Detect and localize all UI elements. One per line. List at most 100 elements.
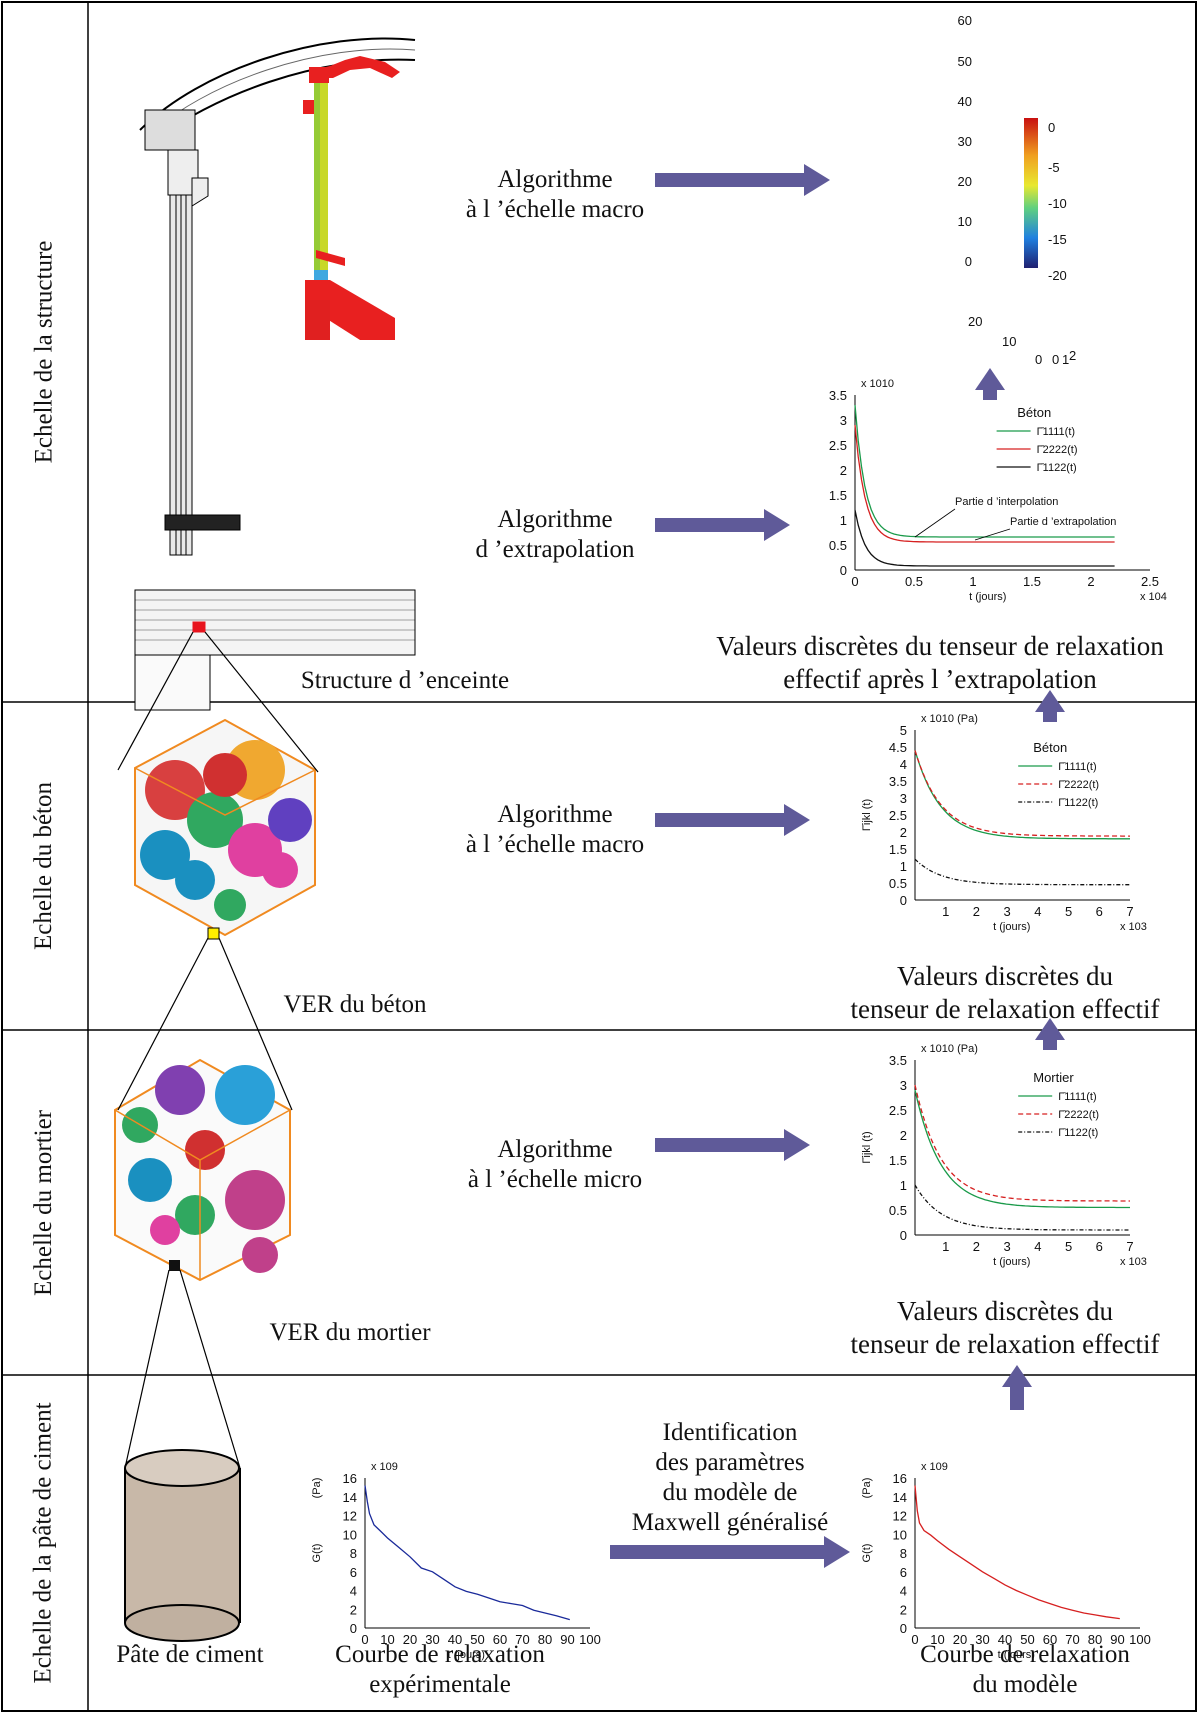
contour-z-tick: 30 — [958, 134, 972, 149]
chart-y-multiplier: x 1010 — [861, 378, 894, 390]
chart-y-tick-label: 0.5 — [829, 538, 847, 553]
chart-y-tick-label: 10 — [893, 1527, 907, 1542]
chart-series-line — [914, 1084, 1130, 1202]
chart-x-label: t (jours) — [993, 1256, 1030, 1268]
chart-x-tick-label: 50 — [470, 1632, 484, 1647]
chart-y-tick-label: 4.5 — [889, 740, 907, 755]
contour-x-tick: 10 — [1002, 334, 1016, 349]
arrow-macro-structure-head — [804, 164, 830, 196]
chart-x-tick-label: 50 — [1020, 1632, 1034, 1647]
chart-series-line — [914, 750, 1130, 840]
chart-y-tick-label: 4 — [900, 1584, 907, 1599]
chart-x-tick-label: 0 — [851, 574, 858, 589]
chart-annotation: Partie d ’interpolation — [955, 496, 1058, 508]
chart-x-tick-label: 5 — [1065, 904, 1072, 919]
chart-x-tick-label: 30 — [425, 1632, 439, 1647]
row-label-structure: Echelle de la structure — [30, 240, 57, 464]
contour-scale-tick: -5 — [1048, 160, 1060, 175]
arrow-up-beton-head — [1035, 1018, 1065, 1040]
chart-y-tick-label: 16 — [343, 1471, 357, 1486]
chart-x-tick-label: 20 — [953, 1632, 967, 1647]
chart-y-tick-label: 2.5 — [829, 438, 847, 453]
chart-y-tick-label: 3 — [840, 413, 847, 428]
chart-x-multiplier: x 104 — [1140, 591, 1167, 603]
chart-legend-label: Γ̄2222(t) — [1037, 444, 1078, 456]
ver-beton-cube — [134, 718, 316, 940]
zoom-lines — [117, 631, 319, 1469]
arrows-group — [610, 164, 1065, 1568]
contour-x-tick: 0 — [1052, 352, 1059, 367]
chart-x-tick-label: 2 — [973, 904, 980, 919]
chart-y-tick-label: 4 — [350, 1584, 357, 1599]
chart-y-multiplier: x 1010 (Pa) — [921, 713, 978, 725]
chart-series-line — [914, 858, 1130, 886]
chart-y-label: Γ̄ijkl (t) — [861, 799, 873, 831]
chart-y-multiplier: x 109 — [371, 1461, 398, 1473]
chart-x-label: t (jours) — [448, 1649, 485, 1661]
chart-x-tick-label: 100 — [579, 1632, 601, 1647]
chart-y-tick-label: 2 — [900, 825, 907, 840]
chart-title: Béton — [1033, 740, 1067, 755]
chart-y-tick-label: 2.5 — [889, 1103, 907, 1118]
chart-legend-label: Γ̄2222(t) — [1058, 779, 1099, 791]
chart-x-tick-label: 0 — [911, 1632, 918, 1647]
chart-y-tick-label: 1.5 — [829, 488, 847, 503]
chart-x-tick-label: 60 — [1043, 1632, 1057, 1647]
arrow-up-contour-shaft — [983, 388, 997, 400]
arrow-extrapolation-shaft — [655, 518, 764, 532]
chart-y-tick-label: 3.5 — [889, 1053, 907, 1068]
chart-y-tick-label: 5 — [900, 723, 907, 738]
chart-annotation-pointer — [974, 528, 1011, 541]
chart-title: Mortier — [1033, 1070, 1074, 1085]
chart-x-tick-label: 90 — [1110, 1632, 1124, 1647]
contour-z-tick: 40 — [958, 94, 972, 109]
chart-x-tick-label: 10 — [380, 1632, 394, 1647]
chart-x-label: t (jours) — [998, 1649, 1035, 1661]
chart-x-tick-label: 90 — [560, 1632, 574, 1647]
contour-plot — [303, 56, 400, 340]
chart-legend-label: Γ̄1122(t) — [1058, 1127, 1098, 1139]
contour-scale-tick: 0 — [1048, 120, 1055, 135]
arrow-up-beton-shaft — [1043, 1038, 1057, 1050]
chart-y-tick-label: 2.5 — [889, 808, 907, 823]
chart-y-label: G(t) — [311, 1544, 323, 1563]
chart-y-tick-label: 0 — [840, 563, 847, 578]
chart-y-label: Γ̄ijkl (t) — [861, 1131, 873, 1163]
chart-x-tick-label: 1 — [942, 1239, 949, 1254]
chart-annotation: Partie d ’extrapolation — [1010, 516, 1116, 528]
chart-y-multiplier: x 109 — [921, 1461, 948, 1473]
chart-x-tick-label: 0 — [361, 1632, 368, 1647]
contour-x-tick: 2 — [1069, 348, 1076, 363]
chart-y-unit: (Pa) — [861, 1478, 873, 1499]
structure-values-caption: Valeurs discrètes du tenseur de relaxati… — [716, 631, 1164, 694]
contour-x-tick: 20 — [968, 314, 982, 329]
chart-x-tick-label: 1 — [969, 574, 976, 589]
chart-x-multiplier: x 103 — [1120, 921, 1147, 933]
chart-y-tick-label: 2 — [900, 1602, 907, 1617]
chart-x-tick-label: 2 — [1087, 574, 1094, 589]
chart-y-tick-label: 1 — [900, 859, 907, 874]
chart-x-tick-label: 10 — [930, 1632, 944, 1647]
contour-scale-tick: -10 — [1048, 196, 1067, 211]
contour-x-tick: 1 — [1062, 352, 1069, 367]
chart-y-tick-label: 3 — [900, 1078, 907, 1093]
chart-x-tick-label: 1.5 — [1023, 574, 1041, 589]
chart-series-line — [914, 750, 1130, 837]
arrow-macro-beton-head — [784, 804, 810, 836]
chart-legend-label: Γ̄1111(t) — [1037, 426, 1075, 438]
arrow-identification-shaft — [610, 1545, 824, 1559]
chart-y-tick-label: 6 — [350, 1565, 357, 1580]
chart-x-tick-label: 3 — [1004, 904, 1011, 919]
chart-y-tick-label: 0 — [900, 893, 907, 908]
